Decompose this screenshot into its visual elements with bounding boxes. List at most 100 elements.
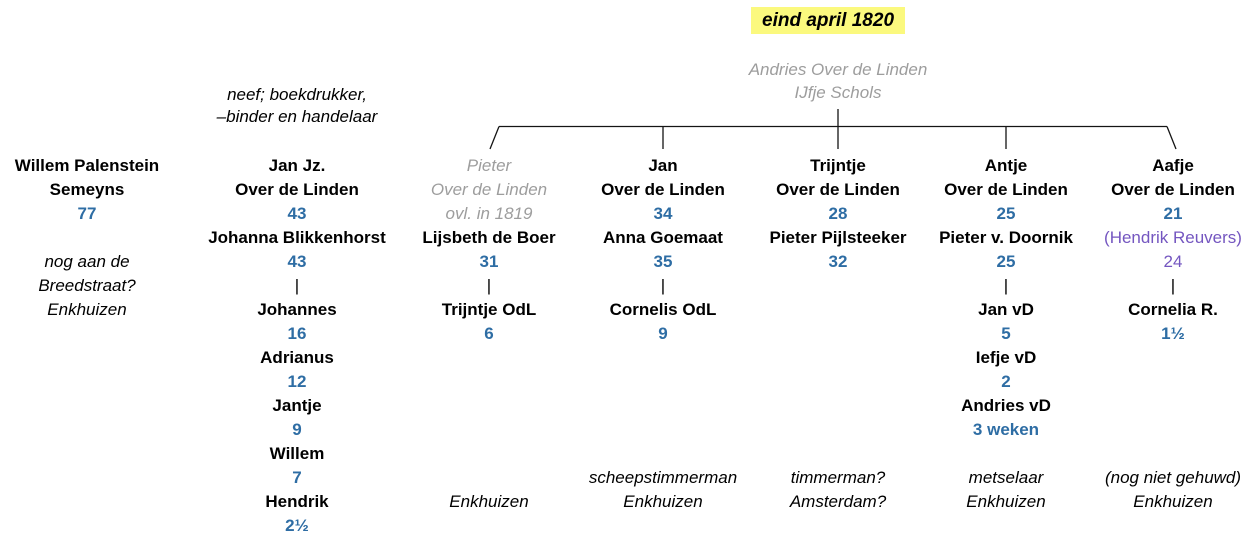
descent-connector: | [294,276,300,295]
person-name: Johannes [257,300,337,319]
annotation-text: Enkhuizen [1133,492,1213,511]
spacer [1088,346,1258,370]
person-age: 35 [653,252,673,271]
person-name: Aafje [1152,156,1194,175]
spacer [404,370,574,394]
person-age: 2½ [285,516,309,535]
person-name: Semeyns [49,180,125,199]
person-age: 1½ [1161,324,1185,343]
parents-block: Andries Over de Linden IJfje Schols [708,58,968,104]
person-age: 6 [484,324,494,343]
annotation-text: Amsterdam? [789,492,887,511]
person-name: Cornelis OdL [609,300,717,319]
deceased-person-name: Over de Linden [430,180,548,199]
spacer [1088,370,1258,394]
annotation-text: nog aan de [44,252,130,271]
person-name: Over de Linden [776,180,900,199]
spouse-name-purple: 24 [1163,252,1183,271]
person-age: 25 [996,252,1016,271]
person-name: Trijntje [810,156,866,175]
person-name: Jan Jz. [268,156,326,175]
person-name: Antje [984,156,1028,175]
annotation-text: Enkhuizen [449,492,529,511]
person-name: Over de Linden [601,180,725,199]
spacer [921,442,1091,466]
date-title: eind april 1820 [762,10,895,31]
annotation-text: Enkhuizen [47,300,127,319]
person-age: 28 [828,204,848,223]
cousin-annotation: neef; boekdrukker, –binder en handelaar [187,84,407,128]
person-name: Pieter v. Doornik [939,228,1073,247]
person-age: 9 [658,324,668,343]
person-name: Jantje [272,396,322,415]
descent-connector: | [1170,276,1176,295]
person-name: Iefje vD [975,348,1037,367]
annotation-text: scheepstimmerman [588,468,738,487]
spacer [1088,442,1258,466]
annotation-text: metselaar [968,468,1044,487]
person-age: 3 weken [972,420,1040,439]
cousin-annotation-line2: –binder en handelaar [216,107,378,126]
spacer [404,346,574,370]
person-name: Lijsbeth de Boer [422,228,556,247]
person-age: 31 [479,252,499,271]
spouse-name-purple: (Hendrik Reuvers) [1104,228,1242,247]
person-name: Willem [269,444,325,463]
spacer [753,346,923,370]
person-name: Over de Linden [1111,180,1235,199]
person-name: Over de Linden [944,180,1068,199]
person-age: 43 [287,252,307,271]
date-title-highlight: eind april 1820 [751,7,906,34]
spacer [404,442,574,466]
spacer [404,466,574,490]
spacer [753,442,923,466]
spacer [578,394,748,418]
person-name: Pieter Pijlsteeker [769,228,907,247]
person-age: 2 [1001,372,1011,391]
spacer [578,370,748,394]
person-name: Adrianus [260,348,334,367]
person-age: 21 [1163,204,1183,223]
drop-line-aafje [1166,126,1177,150]
person-age: 16 [287,324,307,343]
person-age: 25 [996,204,1016,223]
person-age: 34 [653,204,673,223]
spacer [753,418,923,442]
descent-connector: | [1003,276,1009,295]
person-name: Johanna Blikkenhorst [208,228,386,247]
spacer [404,418,574,442]
person-name: Andries vD [961,396,1051,415]
person-name: Anna Goemaat [603,228,723,247]
person-name: Willem Palenstein [14,156,160,175]
spacer [753,298,923,322]
person-age: 12 [287,372,307,391]
spacer [753,394,923,418]
deceased-person-name: Pieter [466,156,512,175]
person-name: Cornelia R. [1128,300,1218,319]
spacer [753,322,923,346]
cousin-annotation-line1: neef; boekdrukker, [227,85,367,104]
spacer [1088,418,1258,442]
spacer [578,442,748,466]
person-name: Trijntje OdL [441,300,537,319]
annotation-text: (nog niet gehuwd) [1104,468,1242,487]
drop-line-pieter [489,126,500,150]
person-age: 32 [828,252,848,271]
spacer [2,226,172,250]
person-age: 77 [77,204,97,223]
person-age: 5 [1001,324,1011,343]
spacer [1088,394,1258,418]
person-name: Jan [648,156,678,175]
annotation-text: timmerman? [790,468,886,487]
spacer [578,346,748,370]
person-name: Hendrik [265,492,329,511]
